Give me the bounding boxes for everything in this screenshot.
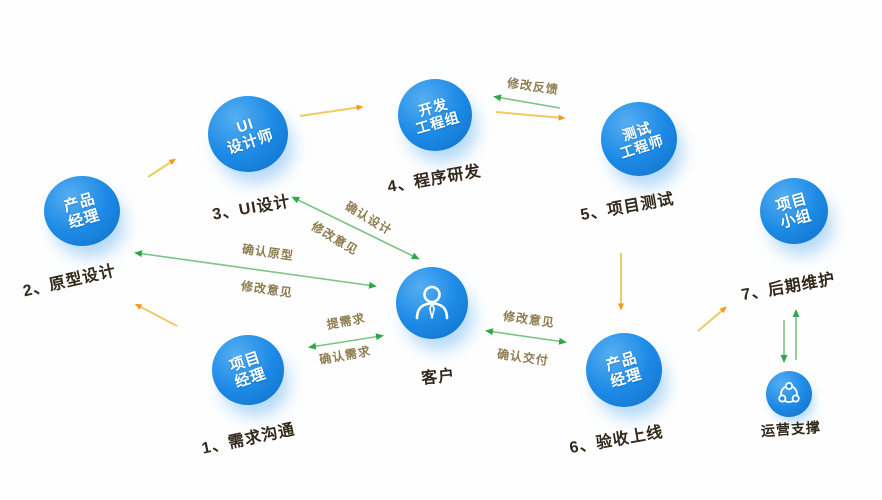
node-test-engineer: 测试工程师 [601,102,677,176]
node-product-manager-launch: 产品经理 [586,333,662,407]
node-label: 产品经理 [61,190,103,232]
flow-arrow-pmright-to-projteam [697,306,727,332]
node-dev-team: 开发工程组 [398,79,472,151]
person-icon [396,267,468,339]
feedback-arrow-projmanager-customer [308,333,384,350]
feedback-arrow-tester-to-devteam [493,94,561,109]
flow-arrow-devteam-to-tester [495,111,566,121]
feedback-arrow-customer-pmright [485,328,567,345]
node-product-manager-prototype: 产品经理 [44,176,120,246]
ops-caption: 运营支撑 [760,418,822,440]
node-label: 测试工程师 [617,119,666,162]
node-customer [396,267,468,339]
flow-arrow-uidesigner-to-devteam [299,104,364,117]
customer-caption: 客户 [420,367,457,388]
node-label: 产品经理 [603,349,645,391]
flow-arrow-projmanager-to-prototype [134,303,178,327]
feedback-arrow-customer-uidesigner [291,196,420,260]
node-label: 开发工程组 [413,95,462,137]
share-network-icon [766,371,812,417]
feedback-arrow-customer-pmleft [134,250,377,289]
node-label: 项目经理 [227,348,269,392]
node-label: 项目小组 [774,190,814,232]
node-project-team: 项目小组 [760,178,828,244]
node-project-manager: 项目经理 [212,335,284,405]
flow-arrow-pm-to-uidesigner [147,158,177,178]
node-ops-support [766,371,812,417]
